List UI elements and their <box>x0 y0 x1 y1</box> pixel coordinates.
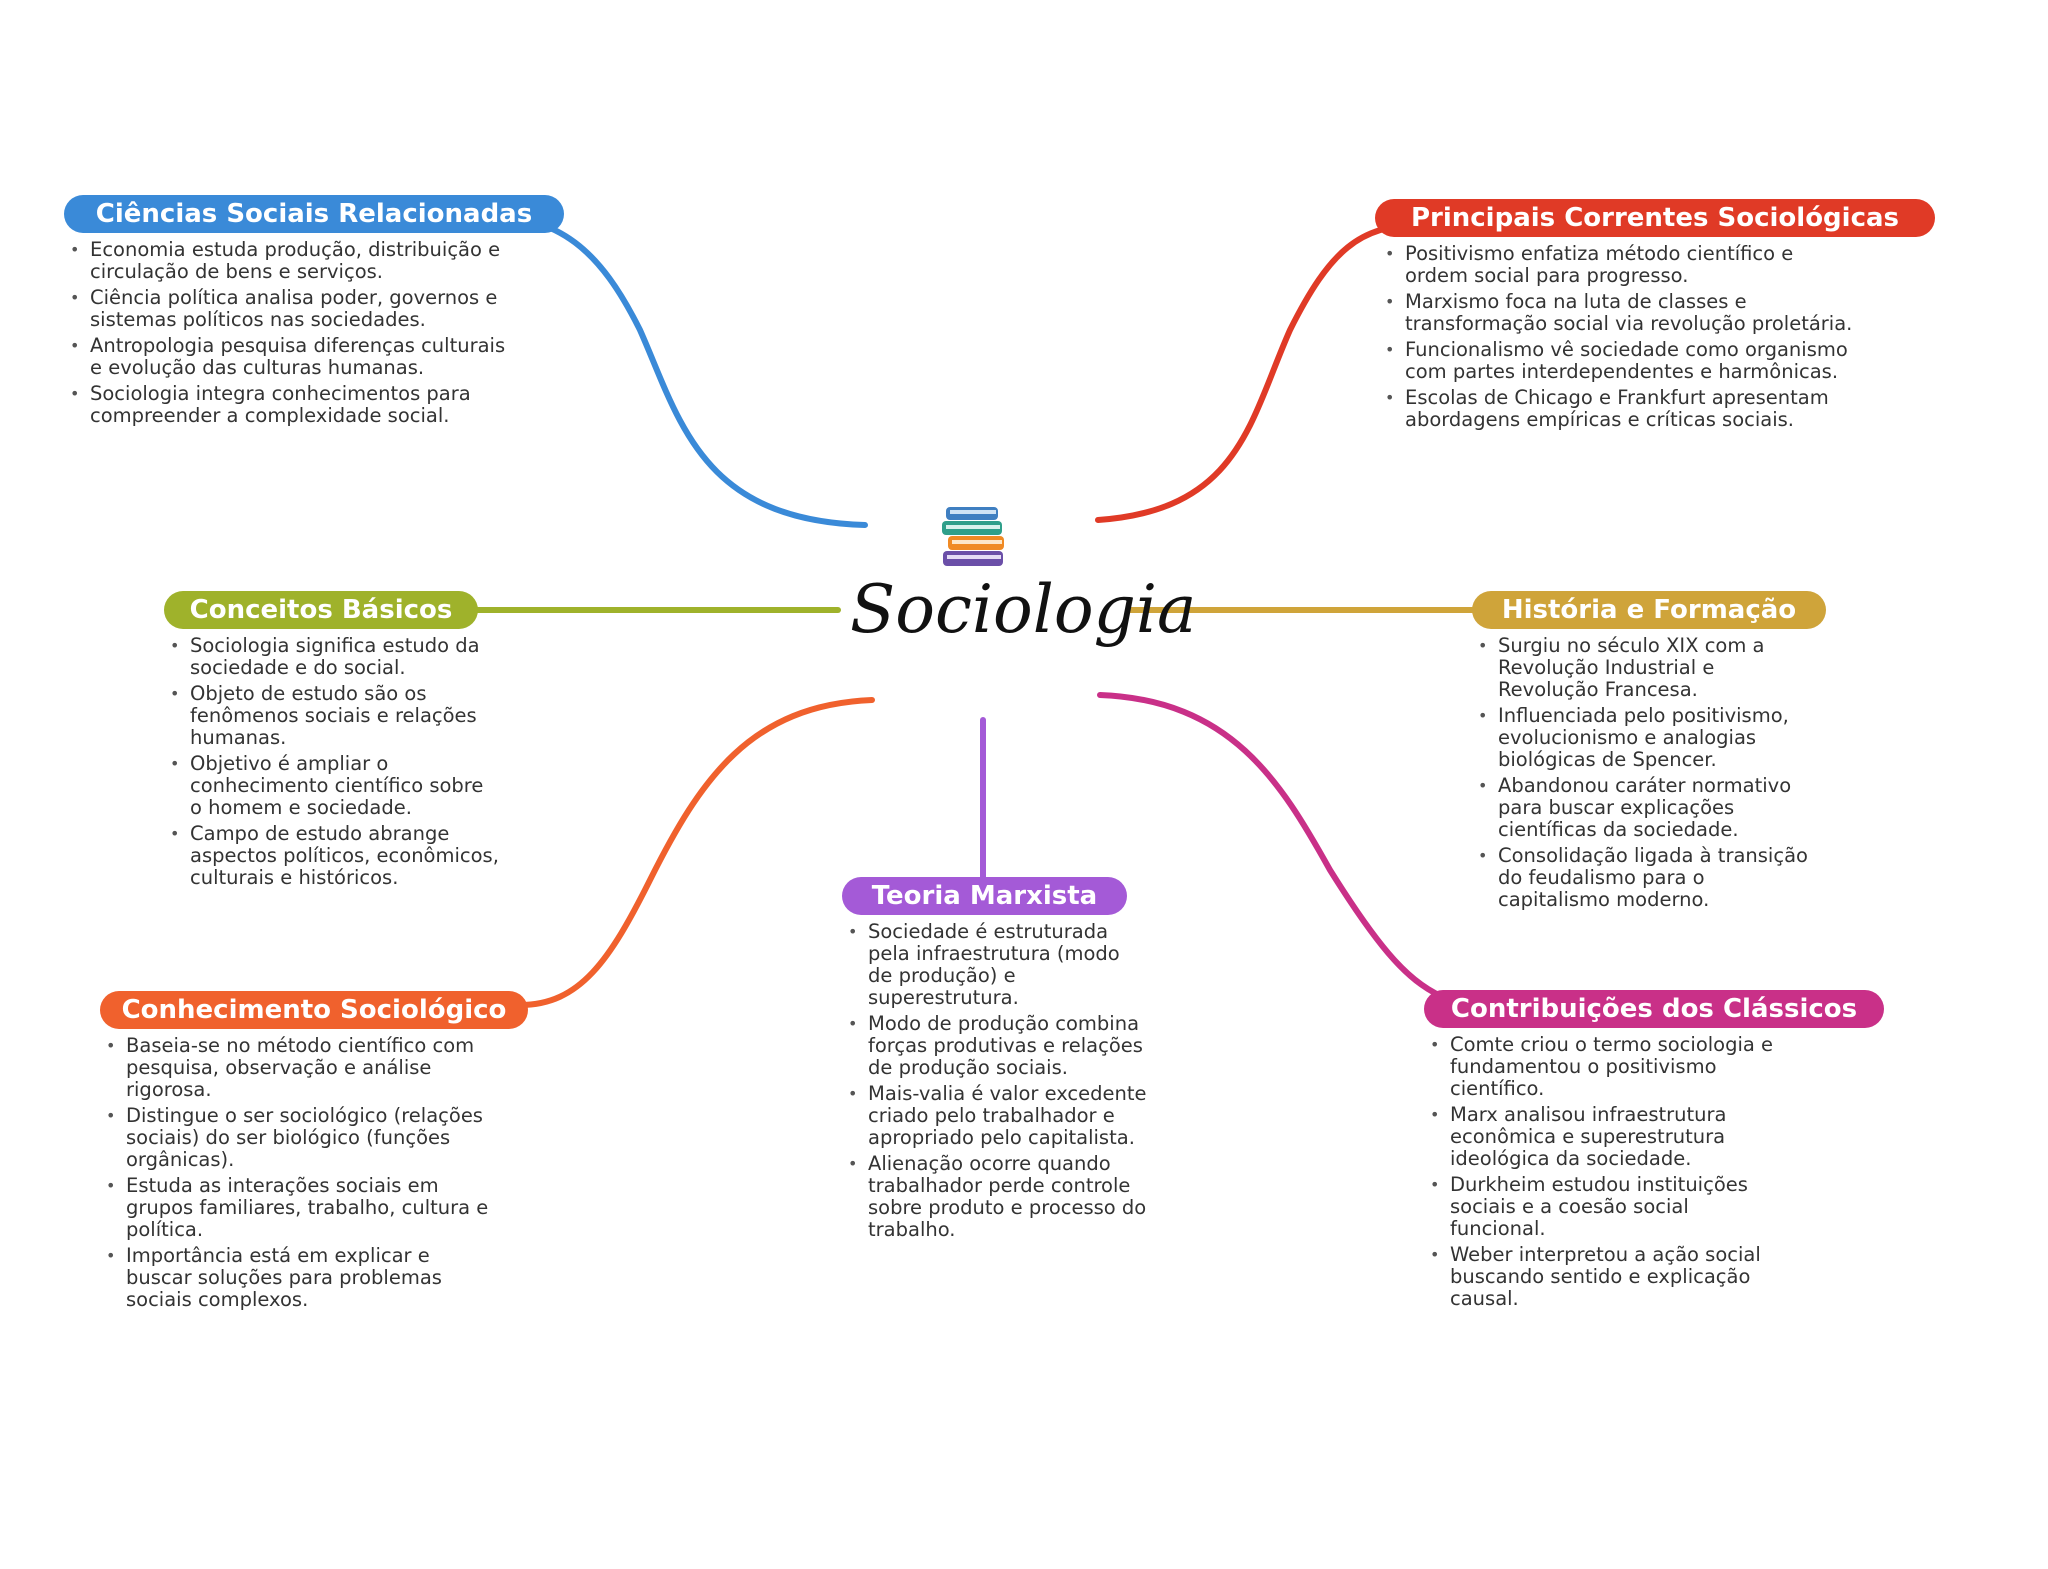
list-item: Ciência política analisa poder, governos… <box>70 287 510 331</box>
books-icon <box>940 505 1010 570</box>
list-item: Funcionalismo vê sociedade como organism… <box>1385 339 1855 383</box>
list-item: Positivismo enfatiza método científico e… <box>1385 243 1855 287</box>
branch-title-principais-correntes[interactable]: Principais Correntes Sociológicas <box>1375 199 1935 237</box>
list-item: Sociedade é estruturada pela infraestrut… <box>848 921 1148 1009</box>
branch-contribuicoes-classicos: Contribuições dos Clássicos Comte criou … <box>1424 990 1884 1314</box>
list-item: Campo de estudo abrange aspectos polític… <box>170 823 500 889</box>
list-item: Objetivo é ampliar o conhecimento cientí… <box>170 753 500 819</box>
branch-principais-correntes: Principais Correntes Sociológicas Positi… <box>1375 199 1935 435</box>
list-item: Sociologia integra conhecimentos para co… <box>70 383 510 427</box>
connector-principais-correntes <box>1095 222 1423 523</box>
connector-contribuicoes-classicos <box>1097 692 1453 1003</box>
list-item: Sociologia significa estudo da sociedade… <box>170 635 500 679</box>
list-item: Consolidação ligada à transição do feuda… <box>1478 845 1818 911</box>
branch-items-conhecimento-sociologico: Baseia-se no método científico com pesqu… <box>106 1035 496 1311</box>
list-item: Comte criou o termo sociologia e fundame… <box>1430 1034 1780 1100</box>
branch-items-historia-formacao: Surgiu no século XIX com a Revolução Ind… <box>1478 635 1818 911</box>
branch-title-ciencias-sociais[interactable]: Ciências Sociais Relacionadas <box>64 195 564 233</box>
list-item: Alienação ocorre quando trabalhador perd… <box>848 1153 1148 1241</box>
list-item: Influenciada pelo positivismo, evolucion… <box>1478 705 1818 771</box>
branch-title-teoria-marxista[interactable]: Teoria Marxista <box>842 877 1127 915</box>
branch-title-conceitos-basicos[interactable]: Conceitos Básicos <box>164 591 478 629</box>
list-item: Durkheim estudou instituições sociais e … <box>1430 1174 1780 1240</box>
branch-conceitos-basicos: Conceitos Básicos Sociologia significa e… <box>164 591 499 893</box>
list-item: Baseia-se no método científico com pesqu… <box>106 1035 496 1101</box>
list-item: Objeto de estudo são os fenômenos sociai… <box>170 683 500 749</box>
list-item: Mais-valia é valor excedente criado pelo… <box>848 1083 1148 1149</box>
list-item: Weber interpretou a ação social buscando… <box>1430 1244 1780 1310</box>
branch-ciencias-sociais: Ciências Sociais Relacionadas Economia e… <box>64 195 564 431</box>
list-item: Antropologia pesquisa diferenças cultura… <box>70 335 510 379</box>
branch-teoria-marxista: Teoria Marxista Sociedade é estruturada … <box>842 877 1147 1245</box>
central-topic-title: Sociologia <box>850 571 1197 648</box>
branch-conhecimento-sociologico: Conhecimento Sociológico Baseia-se no mé… <box>100 991 528 1315</box>
list-item: Economia estuda produção, distribuição e… <box>70 239 510 283</box>
branch-items-teoria-marxista: Sociedade é estruturada pela infraestrut… <box>848 921 1148 1241</box>
list-item: Marxismo foca na luta de classes e trans… <box>1385 291 1855 335</box>
list-item: Importância está em explicar e buscar so… <box>106 1245 496 1311</box>
list-item: Abandonou caráter normativo para buscar … <box>1478 775 1818 841</box>
branch-items-contribuicoes-classicos: Comte criou o termo sociologia e fundame… <box>1430 1034 1780 1310</box>
branch-historia-formacao: História e Formação Surgiu no século XIX… <box>1472 591 1826 915</box>
branch-items-principais-correntes: Positivismo enfatiza método científico e… <box>1385 243 1855 431</box>
branch-title-conhecimento-sociologico[interactable]: Conhecimento Sociológico <box>100 991 528 1029</box>
list-item: Surgiu no século XIX com a Revolução Ind… <box>1478 635 1818 701</box>
branch-title-contribuicoes-classicos[interactable]: Contribuições dos Clássicos <box>1424 990 1884 1028</box>
list-item: Escolas de Chicago e Frankfurt apresenta… <box>1385 387 1855 431</box>
list-item: Estuda as interações sociais em grupos f… <box>106 1175 496 1241</box>
connector-conhecimento-sociologico <box>517 697 875 1008</box>
list-item: Modo de produção combina forças produtiv… <box>848 1013 1148 1079</box>
branch-title-historia-formacao[interactable]: História e Formação <box>1472 591 1826 629</box>
list-item: Marx analisou infraestrutura econômica e… <box>1430 1104 1780 1170</box>
branch-items-conceitos-basicos: Sociologia significa estudo da sociedade… <box>170 635 500 889</box>
list-item: Distingue o ser sociológico (relações so… <box>106 1105 496 1171</box>
branch-items-ciencias-sociais: Economia estuda produção, distribuição e… <box>70 239 510 427</box>
